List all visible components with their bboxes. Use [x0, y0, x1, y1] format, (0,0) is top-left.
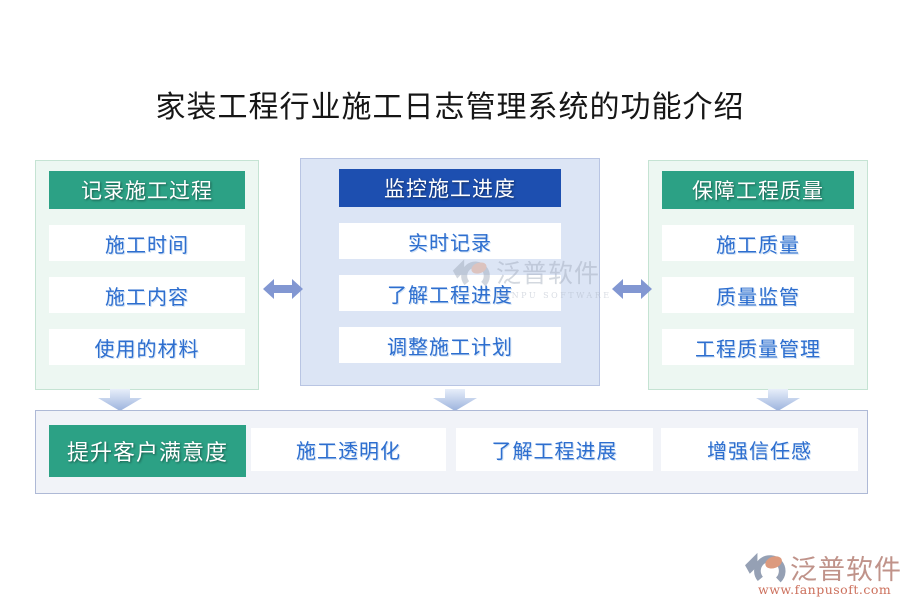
bottom-result-row: 提升客户满意度 施工透明化 了解工程进展 增强信任感	[35, 410, 868, 494]
footer-logo-url: www.fanpusoft.com	[758, 582, 892, 597]
feature-item-realtime-record: 实时记录	[339, 223, 561, 259]
down-arrow-icon	[756, 389, 800, 411]
feature-item-know-progress: 了解工程进度	[339, 275, 561, 311]
feature-item-construction-content: 施工内容	[49, 277, 245, 313]
column-record-process: 记录施工过程 施工时间 施工内容 使用的材料	[35, 160, 259, 390]
down-arrow-icon	[433, 389, 477, 411]
page-title: 家装工程行业施工日志管理系统的功能介绍	[155, 90, 745, 125]
column-quality-assurance: 保障工程质量 施工质量 质量监管 工程质量管理	[648, 160, 868, 390]
bottom-item-transparency: 施工透明化	[251, 428, 446, 471]
bottom-row-label: 提升客户满意度	[49, 425, 246, 477]
feature-item-materials-used: 使用的材料	[49, 329, 245, 365]
feature-item-adjust-plan: 调整施工计划	[339, 327, 561, 363]
feature-item-quality-supervision: 质量监管	[662, 277, 854, 313]
left-right-arrow-icon	[612, 279, 652, 299]
bottom-item-enhance-trust: 增强信任感	[661, 428, 858, 471]
left-right-arrow-icon	[263, 279, 303, 299]
footer-logo: 泛普软件 www.fanpusoft.com	[744, 548, 900, 598]
feature-item-construction-time: 施工时间	[49, 225, 245, 261]
column-monitor-progress: 监控施工进度 实时记录 了解工程进度 调整施工计划	[300, 158, 600, 386]
column-header-quality-assurance: 保障工程质量	[662, 171, 854, 209]
column-header-record-process: 记录施工过程	[49, 171, 245, 209]
column-header-monitor-progress: 监控施工进度	[339, 169, 561, 207]
down-arrow-icon	[98, 389, 142, 411]
bottom-item-know-project-progress: 了解工程进展	[456, 428, 653, 471]
footer-logo-name: 泛普软件	[790, 555, 900, 586]
feature-item-quality-management: 工程质量管理	[662, 329, 854, 365]
feature-item-construction-quality: 施工质量	[662, 225, 854, 261]
fanpu-logo-icon	[745, 552, 786, 587]
